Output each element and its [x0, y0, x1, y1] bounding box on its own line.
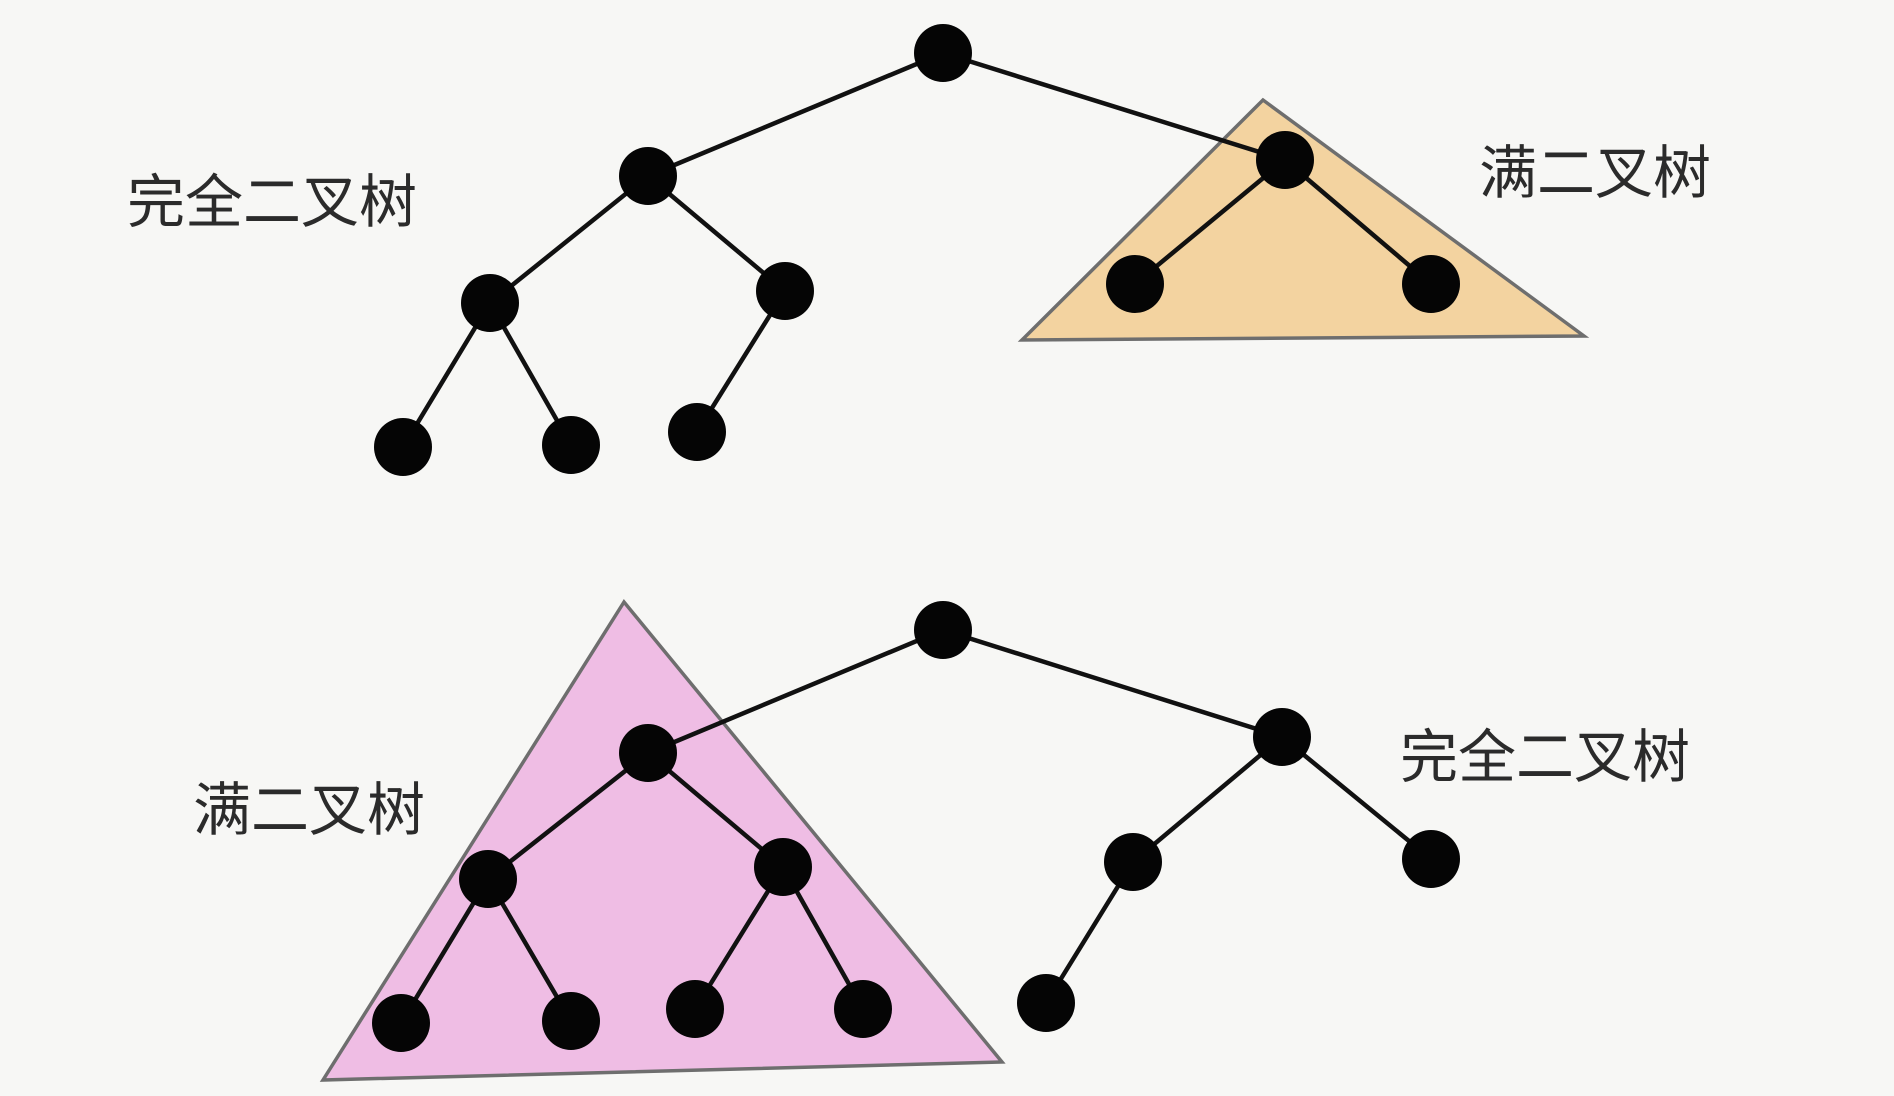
bottom-tree-nodes	[372, 601, 1460, 1052]
tree-node	[374, 418, 432, 476]
tree-edge	[1130, 734, 1285, 865]
tree-node	[1402, 830, 1460, 888]
tree-node-root	[914, 601, 972, 659]
label-complete-binary-tree-bottom: 完全二叉树	[1400, 723, 1690, 791]
tree-node	[834, 980, 892, 1038]
tree-edge	[487, 173, 651, 306]
tree-node	[1017, 974, 1075, 1032]
tree-node	[372, 994, 430, 1052]
tree-node	[754, 838, 812, 896]
tree-node	[756, 262, 814, 320]
tree-node	[542, 416, 600, 474]
label-complete-binary-tree-top: 完全二叉树	[127, 168, 417, 236]
tree-node	[666, 980, 724, 1038]
tree-edge	[1282, 157, 1434, 287]
top-tree-nodes	[374, 24, 1460, 476]
tree-node	[1106, 255, 1164, 313]
tree-edge	[645, 50, 946, 179]
tree-node	[619, 147, 677, 205]
tree-node	[619, 724, 677, 782]
tree-node	[1104, 833, 1162, 891]
tree-edge	[485, 750, 651, 882]
tree-node	[668, 403, 726, 461]
tree-edge	[645, 627, 946, 756]
label-full-binary-tree-bottom: 满二叉树	[193, 776, 425, 844]
tree-node	[1402, 255, 1460, 313]
tree-node	[459, 850, 517, 908]
tree-node	[461, 274, 519, 332]
tree-edge	[940, 627, 1285, 740]
tree-node	[1253, 708, 1311, 766]
tree-node	[1256, 131, 1314, 189]
tree-node	[542, 992, 600, 1050]
tree-edge	[645, 750, 786, 870]
tree-edge	[1132, 157, 1288, 287]
full-binary-subtree-highlight-bottom	[319, 599, 1006, 1082]
tree-edge	[1279, 734, 1434, 862]
tree-edge	[940, 50, 1288, 163]
tree-edge	[645, 173, 788, 294]
tree-node-root	[914, 24, 972, 82]
full-binary-subtree-highlight-top	[1017, 97, 1590, 342]
label-full-binary-tree-top: 满二叉树	[1479, 139, 1711, 207]
